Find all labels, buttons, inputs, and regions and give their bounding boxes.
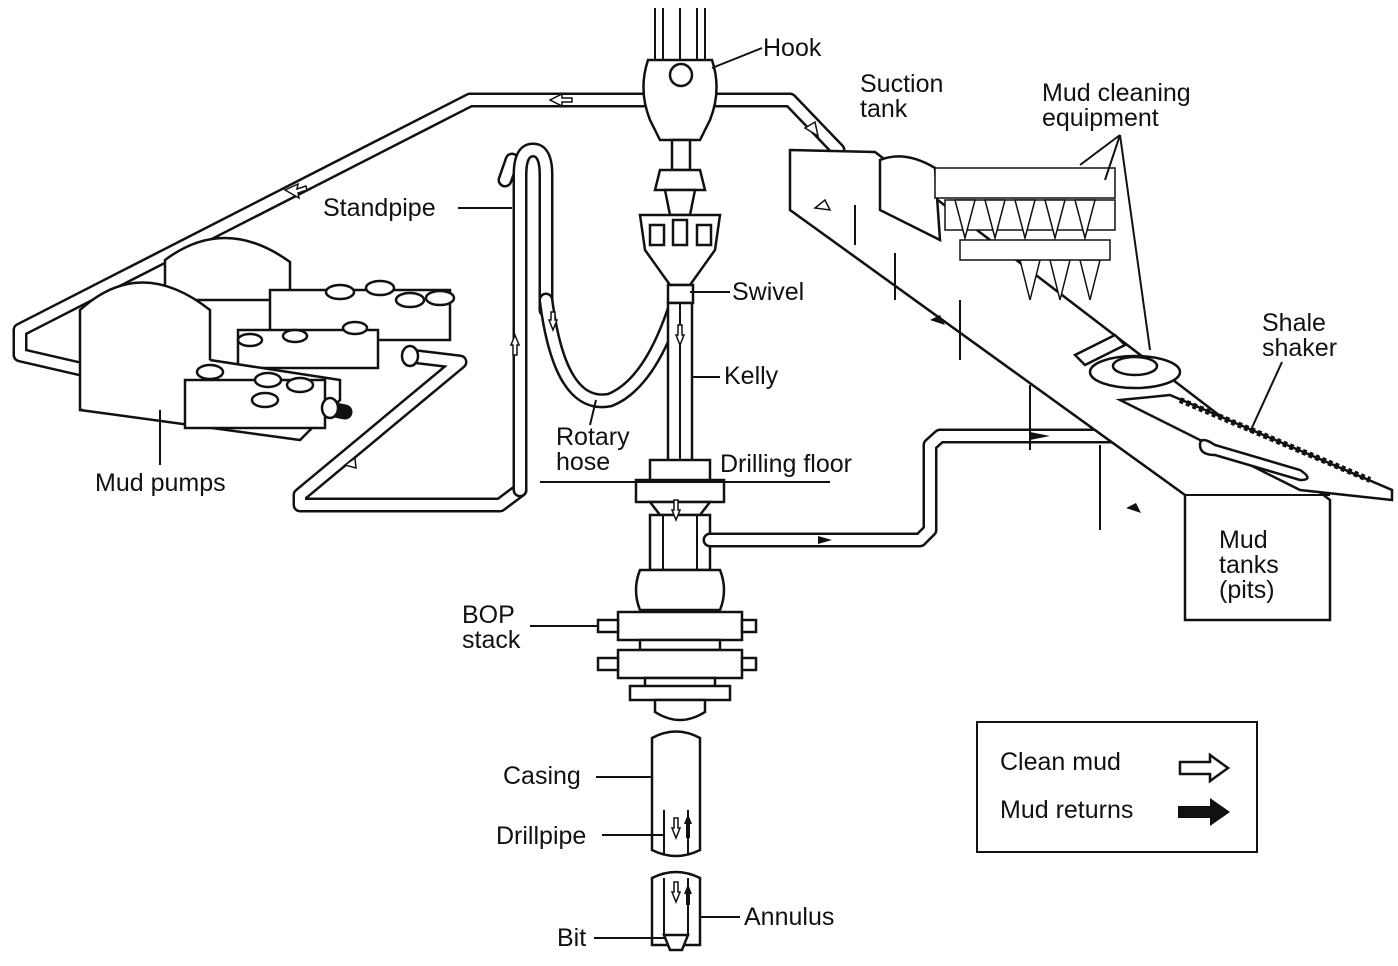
bell-nipple (648, 513, 712, 572)
label-suction-tank-line2: tank (860, 95, 908, 123)
label-casing: Casing (503, 762, 581, 790)
hook-assembly (642, 58, 718, 217)
label-shale-shaker-line1: Shale (1262, 309, 1326, 337)
leader-lines (159, 47, 1283, 939)
swivel-assembly (638, 213, 722, 305)
standpipe-pipe (512, 142, 554, 498)
label-rotary-hose-line2: hose (556, 448, 610, 476)
solid-arrow-icon (1178, 798, 1230, 826)
label-bop-line2: stack (462, 626, 521, 654)
hollow-arrow-icon (1178, 752, 1231, 784)
legend-box (976, 721, 1258, 853)
traveling-block-lines (654, 8, 706, 60)
rotary-table (634, 458, 726, 517)
label-drillpipe: Drillpipe (496, 822, 586, 850)
mud-pump-rear (163, 236, 456, 370)
label-mud-cleaning-line1: Mud cleaning (1042, 79, 1191, 107)
casing-section (650, 730, 702, 952)
label-bop-line1: BOP (462, 601, 515, 629)
label-mud-tanks-line2: tanks (1219, 551, 1279, 579)
label-standpipe: Standpipe (323, 194, 436, 222)
label-mud-tanks-line1: Mud (1219, 526, 1268, 554)
return-flowline (702, 428, 1138, 548)
legend: Clean mud Mud returns (976, 721, 1258, 853)
legend-clean-mud-label: Clean mud (1000, 748, 1121, 776)
labels: Hook Suction tank Mud cleaning equipment… (95, 34, 1337, 952)
hydrocyclones (954, 199, 1101, 301)
label-drilling-floor: Drilling floor (720, 450, 852, 478)
label-mud-cleaning-line2: equipment (1042, 104, 1159, 132)
clean-mud-arrows (283, 92, 820, 905)
label-suction-tank-line1: Suction (860, 70, 943, 98)
label-annulus: Annulus (744, 903, 834, 931)
label-shale-shaker-line2: shaker (1262, 334, 1337, 362)
label-mud-tanks-line3: (pits) (1219, 576, 1275, 604)
label-mud-pumps: Mud pumps (95, 469, 226, 497)
label-bit: Bit (557, 924, 586, 952)
label-kelly: Kelly (724, 362, 779, 390)
label-hook: Hook (763, 34, 822, 62)
suction-line-pipe (12, 92, 846, 378)
mud-pump-front (78, 281, 420, 442)
legend-mud-returns-label: Mud returns (1000, 796, 1133, 824)
label-rotary-hose-line1: Rotary (556, 423, 630, 451)
label-swivel: Swivel (732, 278, 804, 306)
bop-stack (596, 568, 758, 722)
shale-shaker (1072, 333, 1394, 502)
mud-cleaning-equipment (878, 155, 1116, 301)
